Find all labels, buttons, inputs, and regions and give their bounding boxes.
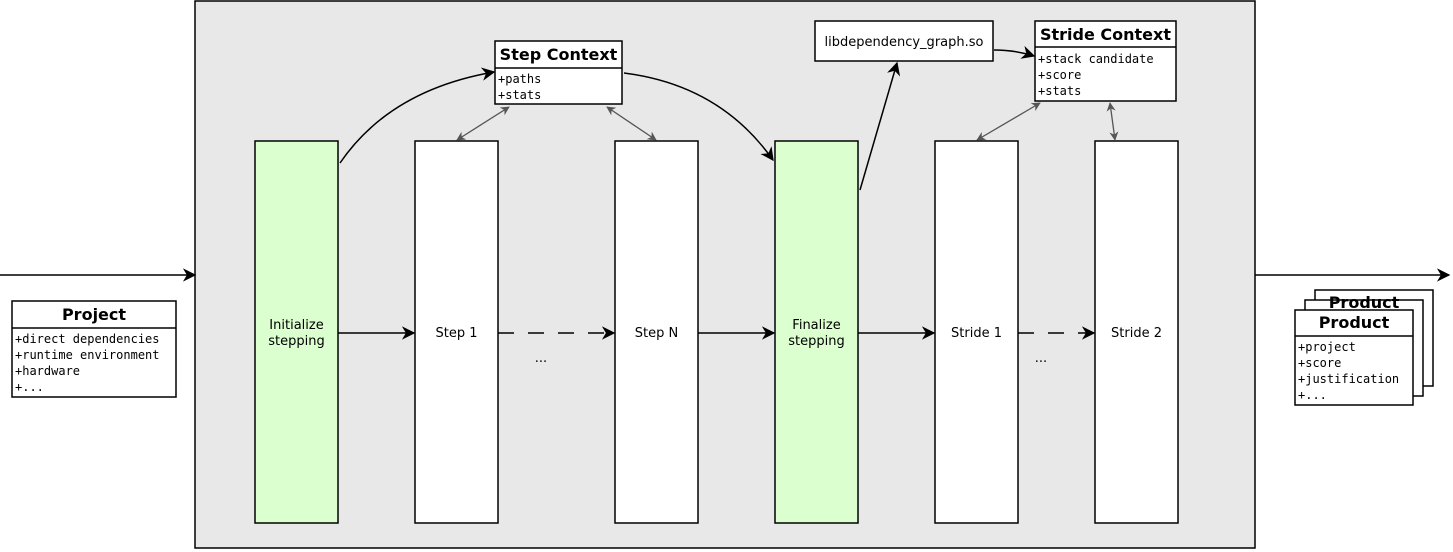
- library-label: libdependency_graph.so: [825, 35, 984, 50]
- init-to-step-context-arrow: [339, 67, 496, 164]
- product-attr: +score: [1298, 356, 1341, 370]
- step-context-title: Step Context: [500, 45, 618, 64]
- stride2-stride-context-link: [1106, 102, 1119, 141]
- column-initialize: Initialize stepping: [254, 140, 339, 524]
- project-attr: +direct dependencies: [15, 332, 160, 346]
- product-back-title: Product: [1329, 293, 1400, 312]
- stride-context-attr: +stats: [1038, 84, 1081, 98]
- project-attr: +hardware: [15, 364, 80, 378]
- library-box: libdependency_graph.so: [814, 20, 994, 62]
- column-label: Step 1: [435, 326, 477, 341]
- product-attr: +justification: [1298, 372, 1399, 386]
- stride-context-attr: +score: [1038, 68, 1081, 82]
- column-label: Initialize: [269, 318, 323, 333]
- product-stack: Product Product +project +score +justifi…: [1294, 289, 1434, 406]
- project-box: Project +direct dependencies +runtime en…: [11, 300, 177, 398]
- column-step-1: Step 1: [414, 140, 499, 524]
- column-step-n: Step N: [614, 140, 699, 524]
- step-context-attr: +stats: [498, 88, 541, 102]
- stride1-stride-context-link: [976, 102, 1041, 141]
- project-title: Project: [62, 305, 126, 324]
- project-attr: +runtime environment: [15, 348, 160, 362]
- step-context-to-finalize-arrow: [623, 72, 774, 162]
- stepn-step-context-link: [606, 106, 657, 141]
- step-context-box: Step Context +paths +stats: [494, 40, 623, 105]
- column-label: Stride 1: [951, 326, 1002, 341]
- stride-context-box: Stride Context +stack candidate +score +…: [1034, 20, 1177, 102]
- column-label: stepping: [268, 334, 324, 349]
- finalize-to-library-arrow: [859, 61, 901, 191]
- column-label: Finalize: [792, 318, 840, 333]
- step1-step-context-link: [456, 106, 510, 141]
- product-title: Product: [1319, 313, 1390, 332]
- product-attr: +project: [1298, 340, 1356, 354]
- stride-context-attr: +stack candidate: [1038, 52, 1154, 66]
- ellipsis-label: ...: [1035, 351, 1047, 366]
- stride-context-title: Stride Context: [1040, 25, 1171, 44]
- column-finalize: Finalize stepping: [774, 140, 859, 524]
- column-label: Step N: [635, 326, 678, 341]
- ellipsis-label: ...: [535, 351, 547, 366]
- product-attr: +...: [1298, 388, 1327, 402]
- step-context-attr: +paths: [498, 72, 541, 86]
- column-stride-1: Stride 1: [934, 140, 1019, 524]
- column-label: stepping: [788, 334, 844, 349]
- column-label: Stride 2: [1111, 326, 1162, 341]
- project-attr: +...: [15, 380, 44, 394]
- column-stride-2: Stride 2: [1094, 140, 1179, 524]
- library-to-stride-context-arrow: [993, 45, 1036, 59]
